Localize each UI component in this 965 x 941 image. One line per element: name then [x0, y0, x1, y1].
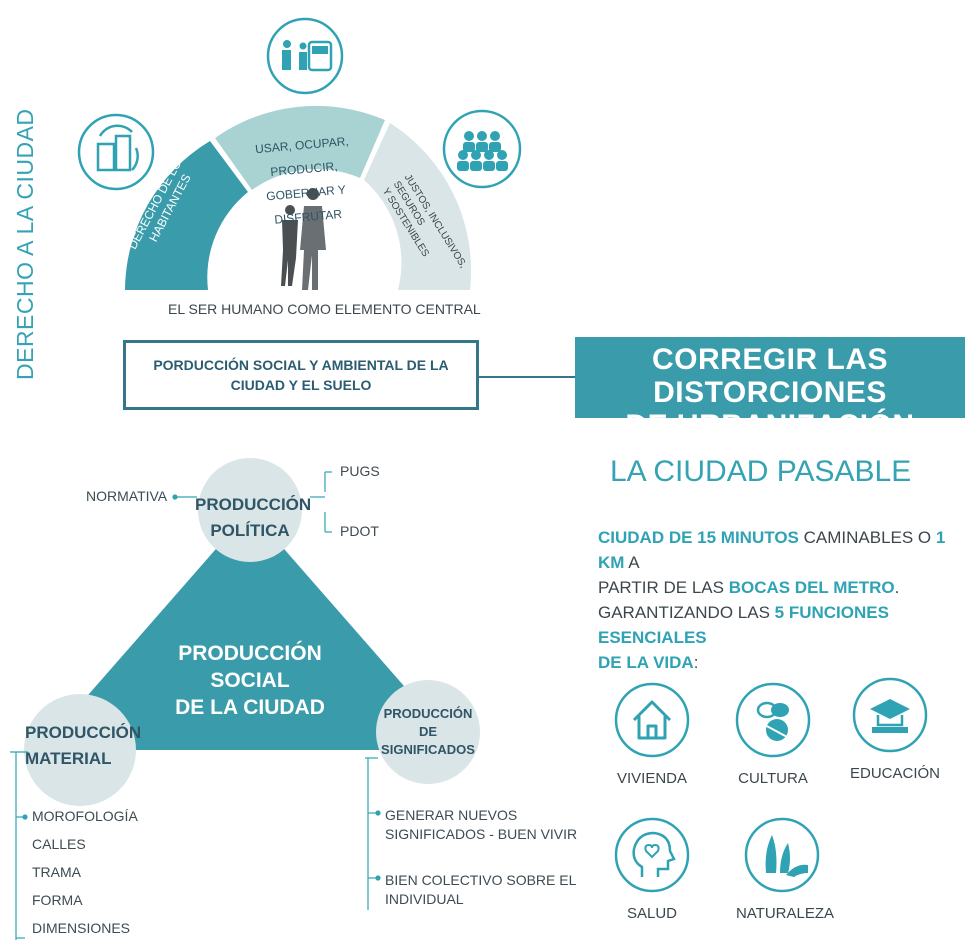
text-span: A [624, 553, 640, 572]
health-icon [614, 817, 690, 893]
headline-line2: DE URBANIZACIÓN [625, 409, 915, 442]
center-line2: DE LA CIUDAD [175, 696, 325, 719]
function-label-educacion: EDUCACIÓN [850, 765, 941, 782]
culture-icon [735, 682, 811, 758]
highlight-15-min: CIUDAD DE 15 MINUTOS [598, 528, 799, 547]
text-span: : [693, 653, 699, 672]
function-label-salud: SALUD [626, 905, 678, 922]
arc-diagram [125, 105, 472, 290]
arc-top-label: USAR, OCUPAR, PRODUCIR, GOBERNAR Y DISFR… [226, 127, 384, 236]
function-label-vivienda: VIVIENDA [616, 770, 688, 787]
node-significados-label: PRODUCCIÓN DE SIGNIFICADOS [375, 705, 481, 759]
text-span: GARANTIZANDO LAS [598, 603, 775, 622]
connector-line [479, 376, 575, 378]
normativa-label: NORMATIVA [86, 488, 168, 504]
pasable-line1: CIUDAD DE 15 MINUTOS CAMINABLES O 1 KM A [598, 525, 965, 575]
significados-item-2-line2: INDIVIDUAL [385, 891, 464, 907]
material-item: DIMENSIONES [32, 920, 131, 936]
node-significados-line2: DE [418, 724, 438, 739]
arc-left-segment [125, 141, 248, 290]
pasable-title: LA CIUDAD PASABLE [610, 455, 912, 488]
material-item: FORMA [32, 892, 83, 908]
node-politica-line1: PRODUCCIÓN [195, 495, 312, 514]
people-walking-icon [281, 188, 326, 290]
node-material-label: PRODUCCIÓN MATERIAL [25, 720, 142, 772]
significados-item-1: GENERAR NUEVOS SIGNIFICADOS - BUEN VIVIR [385, 806, 577, 844]
vertical-title: DERECHO A LA CIUDAD [12, 108, 38, 380]
significados-item-2-line1: BIEN COLECTIVO SOBRE EL [385, 872, 577, 888]
material-item: CALLES [32, 836, 86, 852]
production-box-line1: PORDUCCIÓN SOCIAL Y AMBIENTAL DE LA [153, 357, 449, 373]
education-icon [852, 677, 928, 753]
production-box-line2: CIUDAD Y EL SUELO [230, 377, 372, 393]
node-politica-line2: POLÍTICA [210, 521, 290, 540]
significados-item-1-line1: GENERAR NUEVOS [385, 807, 518, 823]
function-label-naturaleza: NATURALEZA [735, 905, 835, 922]
node-significados-line3: SIGNIFICADOS [381, 742, 475, 757]
house-icon [614, 682, 690, 758]
arc-caption: EL SER HUMANO COMO ELEMENTO CENTRAL [168, 301, 481, 317]
node-material-line1: PRODUCCIÓN [25, 723, 142, 742]
triangle-shape [40, 510, 460, 750]
headline-box: CORREGIR LAS DISTORCIONES DE URBANIZACIÓ… [575, 337, 965, 442]
text-span: CAMINABLES O [798, 528, 936, 547]
node-politica [198, 458, 302, 562]
production-box: PORDUCCIÓN SOCIAL Y AMBIENTAL DE LA CIUD… [123, 340, 479, 410]
pugs-label: PUGS [340, 463, 380, 479]
material-item: MOROFOLOGÍA [32, 808, 138, 824]
pasable-paragraph: CIUDAD DE 15 MINUTOS CAMINABLES O 1 KM A… [598, 525, 965, 675]
highlight-1km: 1 KM [598, 528, 946, 572]
triangle-diagram [10, 458, 480, 940]
people-transit-icon [266, 17, 344, 95]
center-line1: PRODUCCIÓN SOCIAL [178, 642, 322, 692]
significados-item-2: BIEN COLECTIVO SOBRE EL INDIVIDUAL [385, 871, 576, 909]
highlight-5-funciones: 5 FUNCIONES ESENCIALES [598, 603, 889, 647]
material-item: TRAMA [32, 864, 81, 880]
headline-line1: CORREGIR LAS DISTORCIONES [651, 343, 888, 409]
node-politica-label: PRODUCCIÓN POLÍTICA [195, 492, 312, 544]
arc-top-segment [215, 105, 385, 190]
significados-item-1-line2: SIGNIFICADOS - BUEN VIVIR [385, 826, 578, 842]
text-span: PARTIR DE LAS [598, 578, 729, 597]
text-span: . [894, 578, 900, 597]
pdot-label: PDOT [340, 523, 379, 539]
triangle-center-label: PRODUCCIÓN SOCIAL DE LA CIUDAD [150, 640, 350, 721]
pasable-line4: DE LA VIDA: [598, 650, 965, 675]
function-label-cultura: CULTURA [738, 770, 808, 787]
buildings-icon [77, 113, 155, 191]
highlight-metro: BOCAS DEL METRO [728, 578, 895, 597]
pasable-line2: PARTIR DE LAS BOCAS DEL METRO. [598, 575, 965, 600]
arc-right-segment [364, 123, 472, 290]
community-icon [442, 109, 522, 189]
node-significados [376, 680, 480, 784]
highlight-vida: DE LA VIDA [598, 653, 694, 672]
node-material [24, 694, 136, 806]
nature-icon [744, 817, 820, 893]
node-significados-line1: PRODUCCIÓN [383, 706, 473, 721]
node-material-line2: MATERIAL [25, 749, 112, 768]
pasable-line3: GARANTIZANDO LAS 5 FUNCIONES ESENCIALES [598, 600, 965, 650]
